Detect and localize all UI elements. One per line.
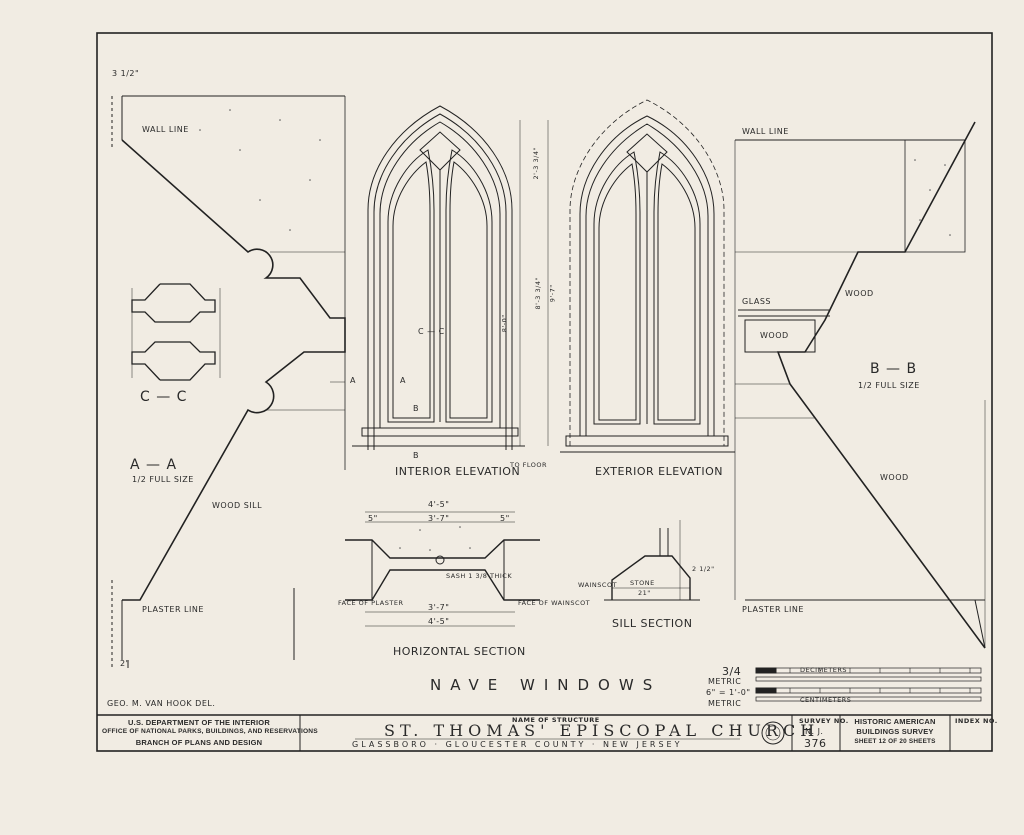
dim-9-7: 9'-7": [548, 284, 557, 303]
to-floor-label: TO FLOOR: [510, 461, 548, 469]
section-a-a-drawing: [111, 95, 346, 670]
survey-state: N. J.: [805, 727, 824, 736]
exterior-elevation-drawing: [560, 99, 735, 453]
face-of-wainscot-label: FACE OF WAINSCOT: [518, 599, 591, 607]
dim-21: 21": [638, 589, 651, 597]
habs-line-1: HISTORIC AMERICAN: [854, 717, 936, 726]
sill-section-drawing: [604, 520, 700, 601]
scale-bars: [755, 667, 982, 702]
stipple-hatch: [199, 109, 951, 551]
section-c-c-drawing: [131, 283, 221, 381]
dim-4-5-bottom: 4'-5": [428, 617, 450, 626]
scale-label-2b: METRIC: [708, 699, 742, 708]
dim-2: 2": [120, 659, 130, 668]
section-b-b-label: B — B: [870, 361, 918, 377]
habs-seal-icon: [761, 721, 785, 745]
index-caption: INDEX NO.: [955, 717, 998, 725]
dim-4-5-top: 4'-5": [428, 500, 450, 509]
delineator-label: GEO. M. VAN HOOK DEL.: [107, 699, 216, 708]
section-a-a-label: A — A: [130, 457, 178, 473]
structure-name: ST. THOMAS' EPISCOPAL CHURCH: [384, 721, 820, 740]
dim-5-right: 5": [500, 514, 510, 523]
scale-label-2: 6" = 1'-0": [706, 688, 751, 697]
drawing-title: NAVE WINDOWS: [430, 676, 662, 694]
agency-line-1: U.S. DEPARTMENT OF THE INTERIOR: [128, 718, 270, 727]
interior-elevation-title: INTERIOR ELEVATION: [395, 465, 521, 478]
agency-line-3: BRANCH OF PLANS AND DESIGN: [135, 738, 263, 747]
section-b-b-drawing: [734, 121, 986, 649]
scale-label-1: 3/4: [722, 665, 742, 678]
section-c-c-label: C — C: [140, 389, 188, 405]
face-of-plaster-label: FACE OF PLASTER: [338, 599, 404, 607]
section-a-a-scale: 1/2 FULL SIZE: [132, 475, 194, 484]
centimeters-label: CENTIMETERS: [800, 696, 852, 704]
survey-number: 376: [804, 737, 827, 750]
agency-line-2: OFFICE OF NATIONAL PARKS, BUILDINGS, AND…: [102, 728, 318, 735]
horizontal-section-title: HORIZONTAL SECTION: [393, 645, 526, 658]
title-block-lines: [97, 714, 992, 751]
wood-label-1: WOOD: [845, 289, 874, 298]
cut-c-label: C — C: [418, 327, 445, 336]
dim-2-1-2: 2 1/2": [692, 565, 715, 573]
sheet-number: SHEET 12 OF 20 SHEETS: [854, 738, 936, 745]
glass-label: GLASS: [742, 297, 771, 306]
dim-2-3-3-4: 2'-3 3/4": [531, 147, 540, 180]
cut-b-top: B: [413, 404, 419, 413]
dim-3-half: 3 1/2": [112, 69, 140, 78]
sill-section-title: SILL SECTION: [612, 617, 693, 630]
section-b-b-scale: 1/2 FULL SIZE: [858, 381, 920, 390]
exterior-elevation-title: EXTERIOR ELEVATION: [595, 465, 724, 478]
cut-b-bottom: B: [413, 451, 419, 460]
dim-3-7-bottom: 3'-7": [428, 603, 450, 612]
wood-label-2: WOOD: [760, 331, 789, 340]
cut-a-right: A: [400, 376, 406, 385]
structure-location: GLASSBORO · GLOUCESTER COUNTY · NEW JERS…: [352, 740, 683, 749]
horizontal-section-drawing: [345, 511, 540, 627]
dim-3-7-top: 3'-7": [428, 514, 450, 523]
cut-a-left: A: [350, 376, 356, 385]
dim-8-3-3-4: 8'-3 3/4": [533, 277, 542, 310]
wood-sill-label: WOOD SILL: [212, 501, 263, 510]
scale-label-1b: METRIC: [708, 677, 742, 686]
sash-label: SASH 1 3/8 THICK: [446, 572, 513, 580]
wainscot-label: WAINSCOT: [578, 581, 618, 589]
interior-elevation-drawing: [352, 105, 549, 450]
wood-label-3: WOOD: [880, 473, 909, 482]
structure-name-caption: NAME OF STRUCTURE: [512, 716, 600, 724]
habs-line-2: BUILDINGS SURVEY: [856, 727, 934, 736]
sheet-border: [96, 32, 993, 752]
stone-label: STONE: [630, 579, 655, 587]
dim-8-0: 8'-0": [500, 314, 509, 333]
decimeters-label: DECIMETERS: [800, 666, 848, 674]
plaster-line-left-label: PLASTER LINE: [142, 605, 204, 614]
survey-caption: SURVEY NO.: [799, 717, 849, 725]
plaster-line-right-label: PLASTER LINE: [742, 605, 804, 614]
wall-line-right-label: WALL LINE: [742, 127, 789, 136]
wall-line-left-label: WALL LINE: [142, 125, 189, 134]
dim-5-left: 5": [368, 514, 378, 523]
